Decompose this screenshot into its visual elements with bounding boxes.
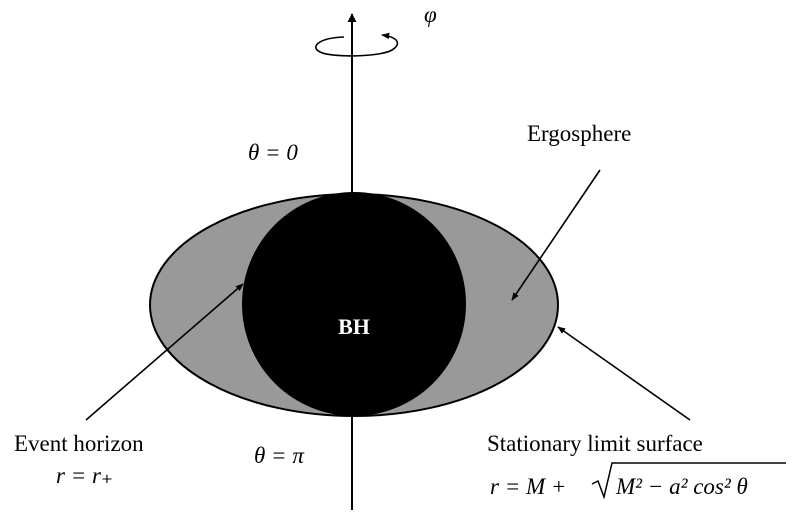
rotation-arrow-icon bbox=[315, 32, 399, 57]
theta-top-label: θ = 0 bbox=[248, 140, 298, 165]
stationary-formula-lhs: r = M + bbox=[490, 474, 572, 499]
black-hole bbox=[242, 192, 466, 416]
ergosphere-label: Ergosphere bbox=[527, 121, 631, 146]
stationary-limit-formula: r = M + M² − a² cos² θ bbox=[490, 462, 786, 500]
stationary-limit-label: Stationary limit surface bbox=[487, 431, 703, 456]
ergosphere-pointer-arrow bbox=[511, 169, 601, 301]
event-horizon-label: Event horizon bbox=[14, 431, 144, 456]
event-horizon-pointer-arrow bbox=[85, 283, 244, 421]
theta-bottom-label: θ = π bbox=[254, 443, 305, 468]
radical-sign bbox=[591, 462, 786, 500]
rotation-label: φ bbox=[424, 2, 437, 27]
event-horizon-formula: r = r₊ bbox=[56, 463, 113, 488]
black-hole-label: BH bbox=[338, 314, 370, 339]
stationary-limit-pointer-arrow bbox=[557, 326, 691, 421]
stationary-formula-radicand: M² − a² cos² θ bbox=[615, 474, 748, 499]
